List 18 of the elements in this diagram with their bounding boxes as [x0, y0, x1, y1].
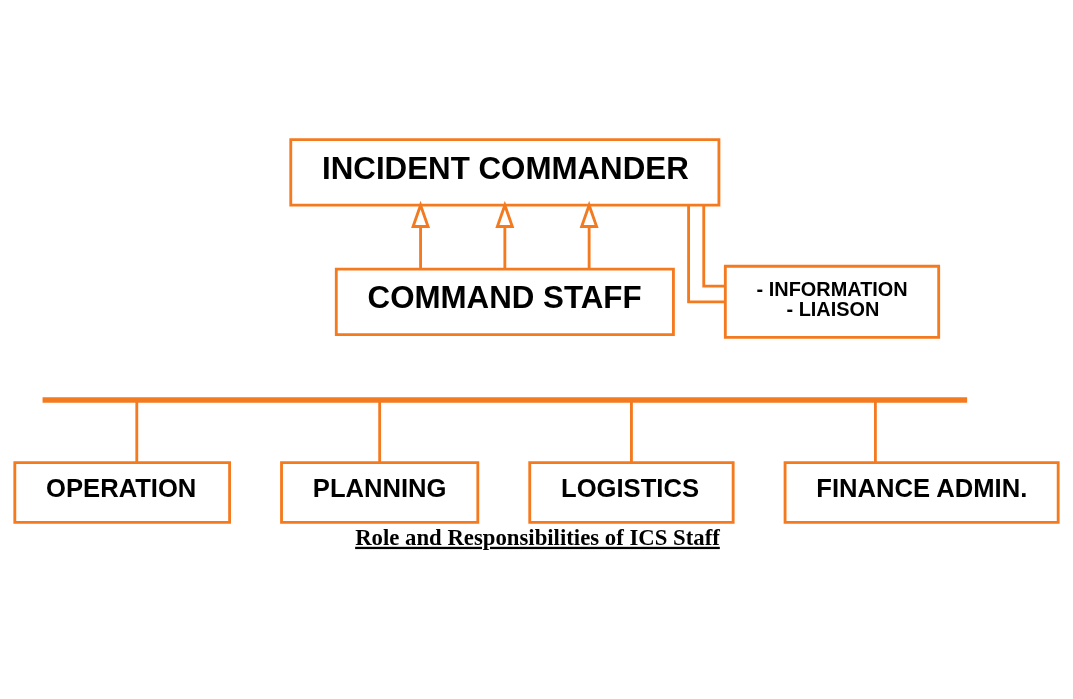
- node-box: OPERATION: [13, 461, 232, 524]
- node-box: - INFORMATION - LIAISON: [723, 264, 941, 339]
- node-box: INCIDENT COMMANDER: [289, 138, 721, 207]
- connector: [874, 401, 877, 463]
- connector: [630, 401, 633, 463]
- node-box: COMMAND STAFF: [334, 267, 675, 336]
- node-bar: [42, 397, 968, 403]
- connector: [378, 401, 382, 463]
- node-box: LOGISTICS: [528, 461, 735, 524]
- arrow: [495, 200, 515, 269]
- connector: [702, 205, 725, 288]
- connector: [135, 401, 139, 463]
- connector: [687, 205, 726, 304]
- node-box: FINANCE ADMIN.: [783, 461, 1060, 524]
- caption: Role and Responsibilities of ICS Staff: [355, 524, 720, 550]
- node-box: PLANNING: [280, 461, 480, 524]
- arrow: [579, 200, 599, 269]
- arrow: [411, 200, 431, 269]
